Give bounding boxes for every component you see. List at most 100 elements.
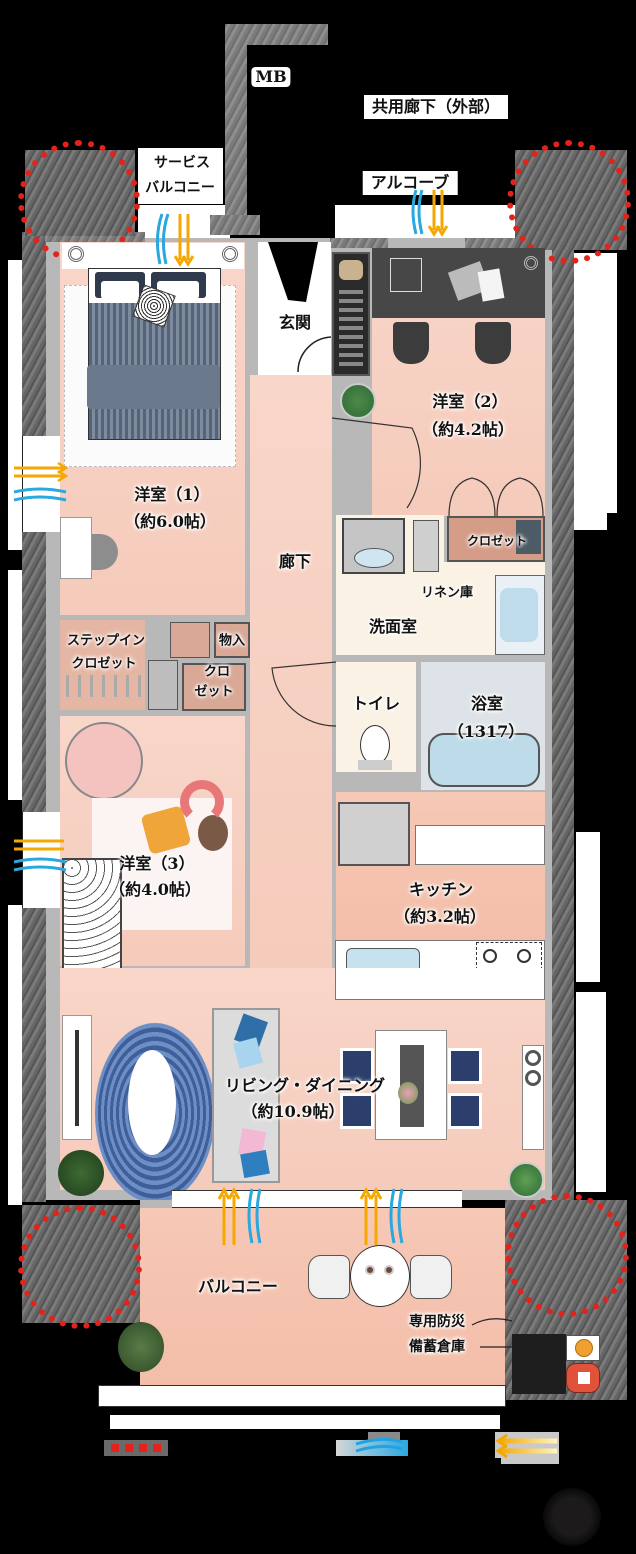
red-dot-icon	[125, 1444, 133, 1452]
laptop-icon	[390, 258, 422, 292]
shoes	[339, 260, 363, 280]
washroom-label: 洗面室	[368, 617, 418, 636]
fire-extinguisher-icon	[575, 1339, 593, 1357]
bed-headboard-area	[62, 243, 244, 269]
toilet-door-swing	[271, 661, 337, 727]
right-exterior-wall	[552, 250, 574, 1205]
step-in-closet-label-line1: ステップイン	[66, 633, 146, 649]
linen-cabinet-label: リネン庫	[420, 585, 474, 601]
entrance-label: 玄関	[278, 313, 312, 332]
round-rug	[65, 722, 143, 800]
bathroom-size: （1317）	[447, 722, 525, 741]
exterior-white-area	[8, 905, 22, 1205]
left-exterior-wall	[22, 232, 46, 1202]
hangers	[66, 675, 141, 697]
shoe-cabinet	[332, 252, 370, 376]
bathroom-label: 浴室	[470, 694, 504, 713]
legend-structural-outline-icon	[104, 1440, 168, 1456]
desk-chair	[475, 322, 511, 364]
dining-chair	[448, 1093, 482, 1129]
western-room-1-size: （約6.0帖）	[124, 512, 216, 531]
vanity-sink	[342, 518, 405, 574]
balcony-chair	[410, 1255, 452, 1299]
bedside-lamp-icon	[222, 246, 238, 262]
bed	[87, 268, 221, 440]
disaster-storage-label-line1: 専用防災	[409, 1314, 465, 1330]
living-dining-label: リビング・ダイニング	[224, 1076, 386, 1095]
western-room-3-label: 洋室（3）	[119, 854, 195, 873]
closet-doors-room-2	[448, 477, 544, 517]
airflow-room-1-icon	[13, 461, 69, 502]
speaker-icon	[525, 1050, 541, 1066]
airflow-room-3-icon	[13, 839, 67, 872]
bedside-lamp-icon	[68, 246, 84, 262]
window-room-1	[22, 436, 62, 532]
dining-chair	[340, 1048, 374, 1084]
structural-highlight-bottom-right	[505, 1193, 629, 1317]
hallway-label: 廊下	[278, 552, 312, 571]
common-corridor-label: 共用廊下（外部）	[363, 95, 509, 119]
burner-icon	[483, 949, 497, 963]
tv-icon	[75, 1030, 79, 1126]
kitchen-label: キッチン	[408, 880, 474, 899]
refrigerator	[338, 802, 410, 866]
balcony-table	[350, 1245, 410, 1307]
airflow-alcove-icon	[411, 189, 449, 237]
closet-shelf	[148, 660, 178, 710]
service-balcony-label-box: サービス バルコニー	[138, 148, 223, 204]
top-wall-right	[330, 238, 388, 248]
plant-icon	[508, 1162, 544, 1198]
disaster-storage-label-line2: 備蓄倉庫	[409, 1339, 465, 1355]
bathtub	[428, 733, 540, 787]
closet-room-3	[182, 663, 246, 711]
red-dot-icon	[153, 1444, 161, 1452]
balcony-chair	[308, 1255, 350, 1299]
service-balcony-label-line1: サービス	[154, 155, 210, 171]
alcove-label: アルコーブ	[362, 171, 458, 195]
red-dot-icon	[139, 1444, 147, 1452]
desk	[372, 248, 545, 318]
compass-icon	[543, 1488, 601, 1546]
balcony-railing	[98, 1385, 506, 1407]
exterior-white-area	[573, 253, 617, 513]
kitchen-size: （約3.2帖）	[394, 907, 486, 926]
plant-icon	[118, 1322, 164, 1372]
legend-wind-airflow-icon	[336, 1432, 408, 1456]
western-room-3-size: （約4.0帖）	[109, 880, 201, 899]
toilet-tank	[358, 760, 392, 770]
airflow-living-right-icon	[359, 1186, 404, 1245]
airflow-living-left-icon	[217, 1186, 262, 1245]
back-counter	[415, 825, 545, 865]
plant-icon	[340, 383, 376, 419]
kitchen-counter-overlap	[335, 968, 545, 1000]
living-window	[172, 1190, 462, 1208]
step-in-closet-label-line2: クロゼット	[71, 656, 137, 672]
toilet-label: トイレ	[351, 694, 401, 713]
balcony-wall	[140, 1200, 172, 1210]
structural-highlight-top-right	[507, 140, 631, 264]
cushion	[240, 1149, 270, 1179]
top-wall-right-2	[465, 238, 553, 248]
exterior-white-area	[8, 570, 22, 800]
mb-duct-side-wall	[225, 24, 247, 232]
nursing-pillow	[180, 780, 224, 824]
desk-chair	[393, 322, 429, 364]
dining-chair	[340, 1093, 374, 1129]
closet-room-2-label: クロゼット	[466, 534, 528, 548]
dining-chair	[448, 1048, 482, 1084]
balcony-label: バルコニー	[198, 1277, 278, 1296]
closet-room-3-label-line2: ゼット	[194, 684, 234, 700]
linen-shelf	[413, 520, 439, 572]
washer-drum	[500, 588, 538, 642]
washing-machine	[495, 575, 545, 655]
mb-duct-top-wall	[225, 24, 328, 45]
toilet-bowl	[360, 725, 390, 765]
entrance-door-opening	[268, 242, 332, 373]
western-room-1-label: 洋室（1）	[134, 485, 210, 504]
exterior-white-area	[576, 832, 600, 982]
disaster-storage	[512, 1334, 566, 1394]
sink-basin	[354, 548, 394, 568]
speaker-icon	[525, 1070, 541, 1086]
legend-sunlight-arrows-icon	[495, 1432, 559, 1464]
exterior-white-area	[573, 510, 607, 530]
